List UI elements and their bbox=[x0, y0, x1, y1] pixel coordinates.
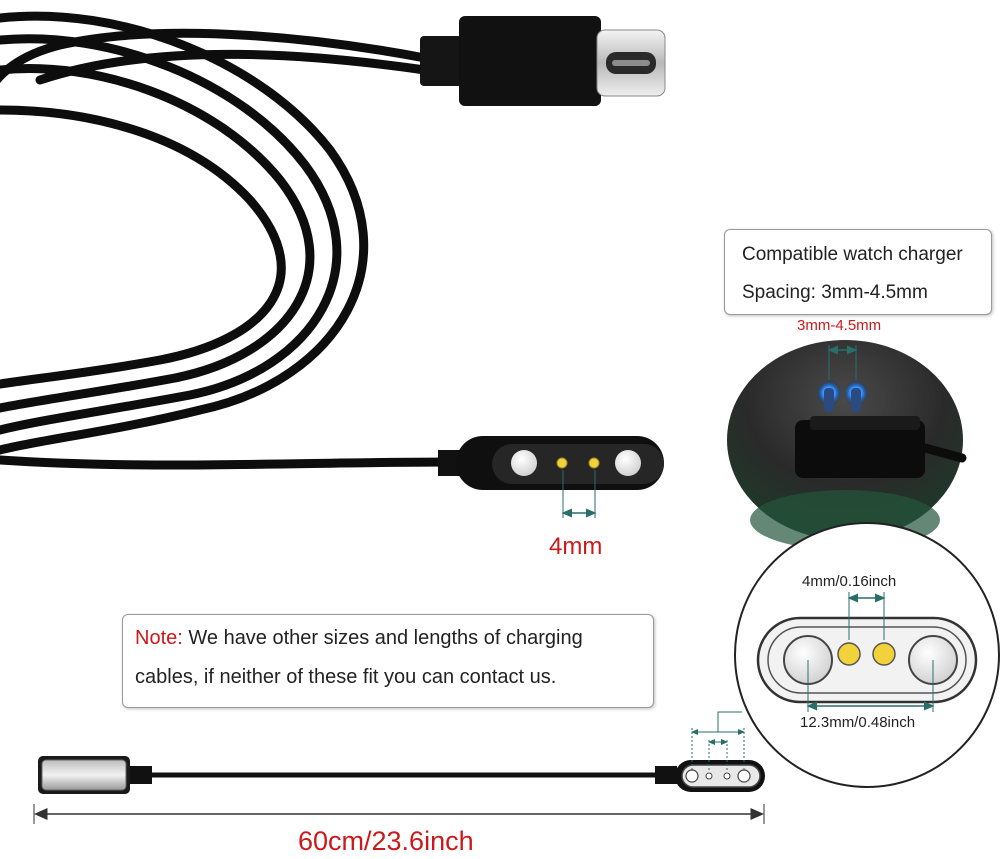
usb-c-plug-large bbox=[420, 16, 666, 106]
cable-small-view bbox=[33, 711, 765, 824]
pin-spacing-label: 4mm bbox=[549, 533, 603, 560]
note-line-2: cables, if neither of these fit you can … bbox=[135, 666, 557, 688]
compatibility-info-box bbox=[724, 229, 992, 315]
note-prefix: Note: bbox=[135, 627, 183, 649]
coiled-cable bbox=[0, 11, 460, 470]
magnetic-head-large bbox=[438, 436, 664, 518]
cable-length-label: 60cm/23.6inch bbox=[298, 826, 474, 856]
pin-pitch-label: 4mm/0.16inch bbox=[802, 573, 897, 590]
spacing-range-label: 3mm-4.5mm bbox=[797, 317, 882, 334]
note-line1-text: We have other sizes and lengths of charg… bbox=[182, 627, 583, 649]
pin-zoom-detail bbox=[734, 522, 1000, 788]
compatibility-title: Compatible watch charger bbox=[742, 244, 963, 265]
note-line-1: Note: We have other sizes and lengths of… bbox=[135, 627, 583, 650]
compatibility-spacing: Spacing: 3mm-4.5mm bbox=[742, 282, 928, 303]
note-box bbox=[122, 614, 654, 708]
watch-back-photo bbox=[727, 340, 967, 550]
head-width-label: 12.3mm/0.48inch bbox=[800, 714, 916, 731]
